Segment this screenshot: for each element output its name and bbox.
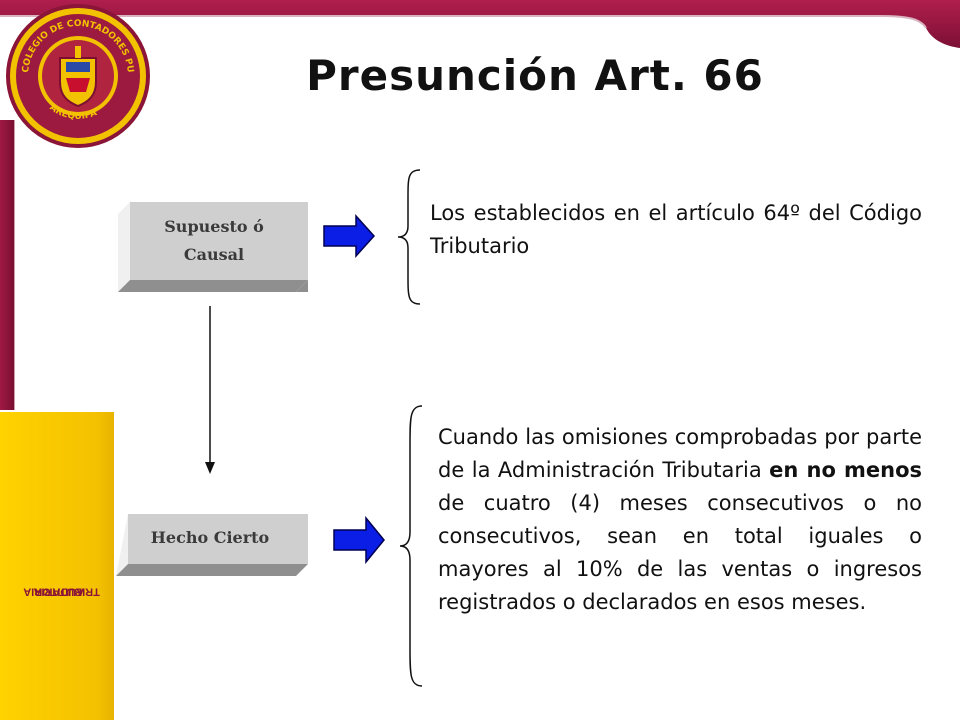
hecho-description: Cuando las omisiones comprobadas por par… <box>438 421 922 619</box>
supuesto-box-shape <box>118 202 308 292</box>
college-seal-logo: COLEGIO DE CONTADORES PUBLICOS DE AREQUI… <box>2 2 150 148</box>
supuesto-causal-box: Supuesto ó Causal <box>118 202 308 292</box>
curly-brace-top <box>397 169 421 305</box>
curly-brace-bottom <box>399 405 423 687</box>
top-maroon-band <box>0 0 960 48</box>
blue-arrow-right-icon <box>333 516 385 564</box>
hecho-box-shape <box>116 514 308 576</box>
page-title: Presunción Art. 66 <box>306 51 764 100</box>
down-arrow-connector <box>205 306 215 474</box>
sidebar-label: AUDITORIA TRIBUTARIA <box>23 536 100 646</box>
supuesto-description: Los establecidos en el artículo 64º del … <box>430 201 922 258</box>
hecho-cierto-label: Hecho Cierto <box>150 528 270 547</box>
blue-arrow-right-icon <box>323 214 376 258</box>
supuesto-causal-label: Supuesto ó Causal <box>164 217 264 264</box>
hecho-description-emphasis: en no menos <box>769 458 922 482</box>
sidebar-label-line2: TRIBUTARIA <box>33 585 100 598</box>
left-yellow-strip <box>0 412 114 720</box>
hecho-cierto-box: Hecho Cierto <box>114 512 308 578</box>
hecho-description-part1: Cuando las omisiones comprobadas por par… <box>438 425 922 482</box>
left-maroon-strip <box>0 120 15 410</box>
hecho-description-part2: de cuatro (4) meses consecutivos o no co… <box>438 491 922 614</box>
